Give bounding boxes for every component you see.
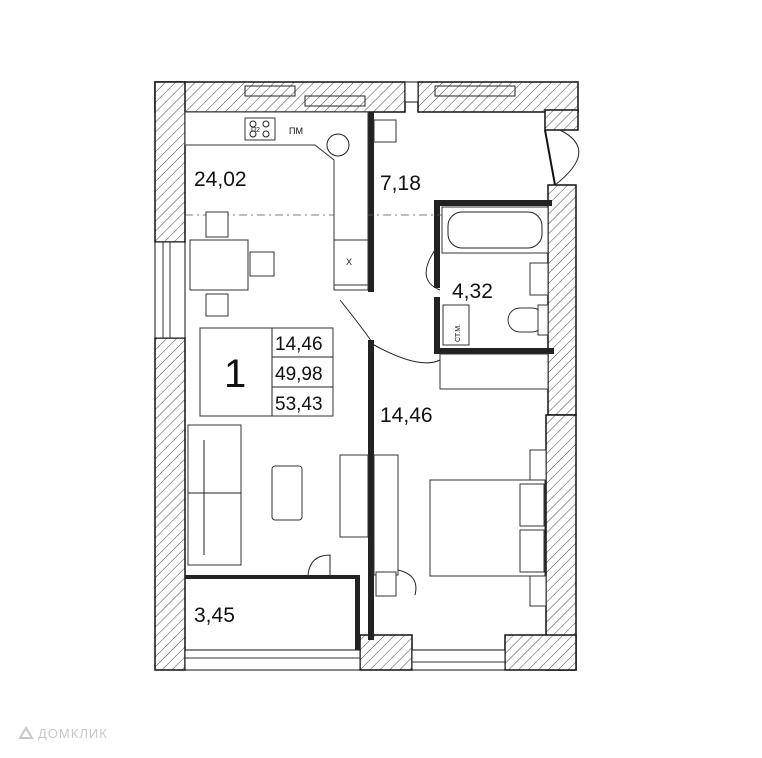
bedroom-door xyxy=(373,344,441,364)
rooms-count: 1 xyxy=(224,352,246,396)
sofa xyxy=(187,424,242,566)
summary-box xyxy=(199,327,334,417)
bathroom-area-label: 4,32 xyxy=(452,280,493,303)
top-wall-right xyxy=(417,81,579,113)
kitchen-area-label: 24,02 xyxy=(194,168,247,191)
exterior-walls xyxy=(154,81,579,671)
washer-label: СТ.М. xyxy=(455,324,462,342)
total-area-balcony-value: 53,43 xyxy=(275,394,323,415)
washing-machine-icon xyxy=(442,304,470,346)
nightstand xyxy=(529,449,547,481)
kitchen-furniture xyxy=(184,111,369,317)
living-area-value: 14,46 xyxy=(275,334,323,355)
fridge-icon xyxy=(333,239,369,286)
sink-icon xyxy=(326,133,350,157)
bathroom-fixtures xyxy=(441,206,549,346)
watermark: ДОМКЛИК xyxy=(18,726,108,741)
house-logo-icon xyxy=(18,726,34,739)
stove-label: П2 xyxy=(251,127,260,134)
bedroom-furniture xyxy=(373,449,547,607)
coffee-table xyxy=(271,465,303,521)
stove-icon xyxy=(244,117,276,141)
bedroom-area-label: 14,46 xyxy=(380,404,433,427)
bathtub-icon xyxy=(441,206,549,254)
watermark-text: ДОМКЛИК xyxy=(38,726,108,741)
dining-table xyxy=(189,239,249,291)
bottom-wall-mid xyxy=(359,634,413,671)
tv-stand xyxy=(339,454,369,538)
bottom-wall-right xyxy=(504,634,577,671)
kitchen-door xyxy=(339,299,373,343)
total-area-value: 49,98 xyxy=(275,364,323,385)
interior-walls xyxy=(185,112,556,650)
hall-wardrobe xyxy=(373,119,397,143)
hall-shelf xyxy=(439,353,549,390)
hall-area-label: 7,18 xyxy=(380,172,421,195)
wardrobe xyxy=(373,454,399,576)
fridge-label: Х xyxy=(346,257,352,267)
bottom-windows xyxy=(184,649,506,671)
left-wall-lower xyxy=(154,337,186,671)
left-window xyxy=(154,241,186,339)
top-windows xyxy=(244,81,516,107)
dishwasher-label: ПМ xyxy=(289,126,303,136)
washbasin-icon xyxy=(529,262,549,296)
right-wall-top xyxy=(544,109,579,131)
living-furniture xyxy=(187,327,369,576)
desk-chair xyxy=(375,571,397,597)
bathroom-door xyxy=(425,249,441,291)
entry-door xyxy=(554,129,580,186)
right-wall-lower xyxy=(545,414,577,671)
balcony-area-label: 3,45 xyxy=(194,604,235,627)
left-wall-upper xyxy=(154,81,186,243)
right-wall-mid xyxy=(547,184,577,416)
